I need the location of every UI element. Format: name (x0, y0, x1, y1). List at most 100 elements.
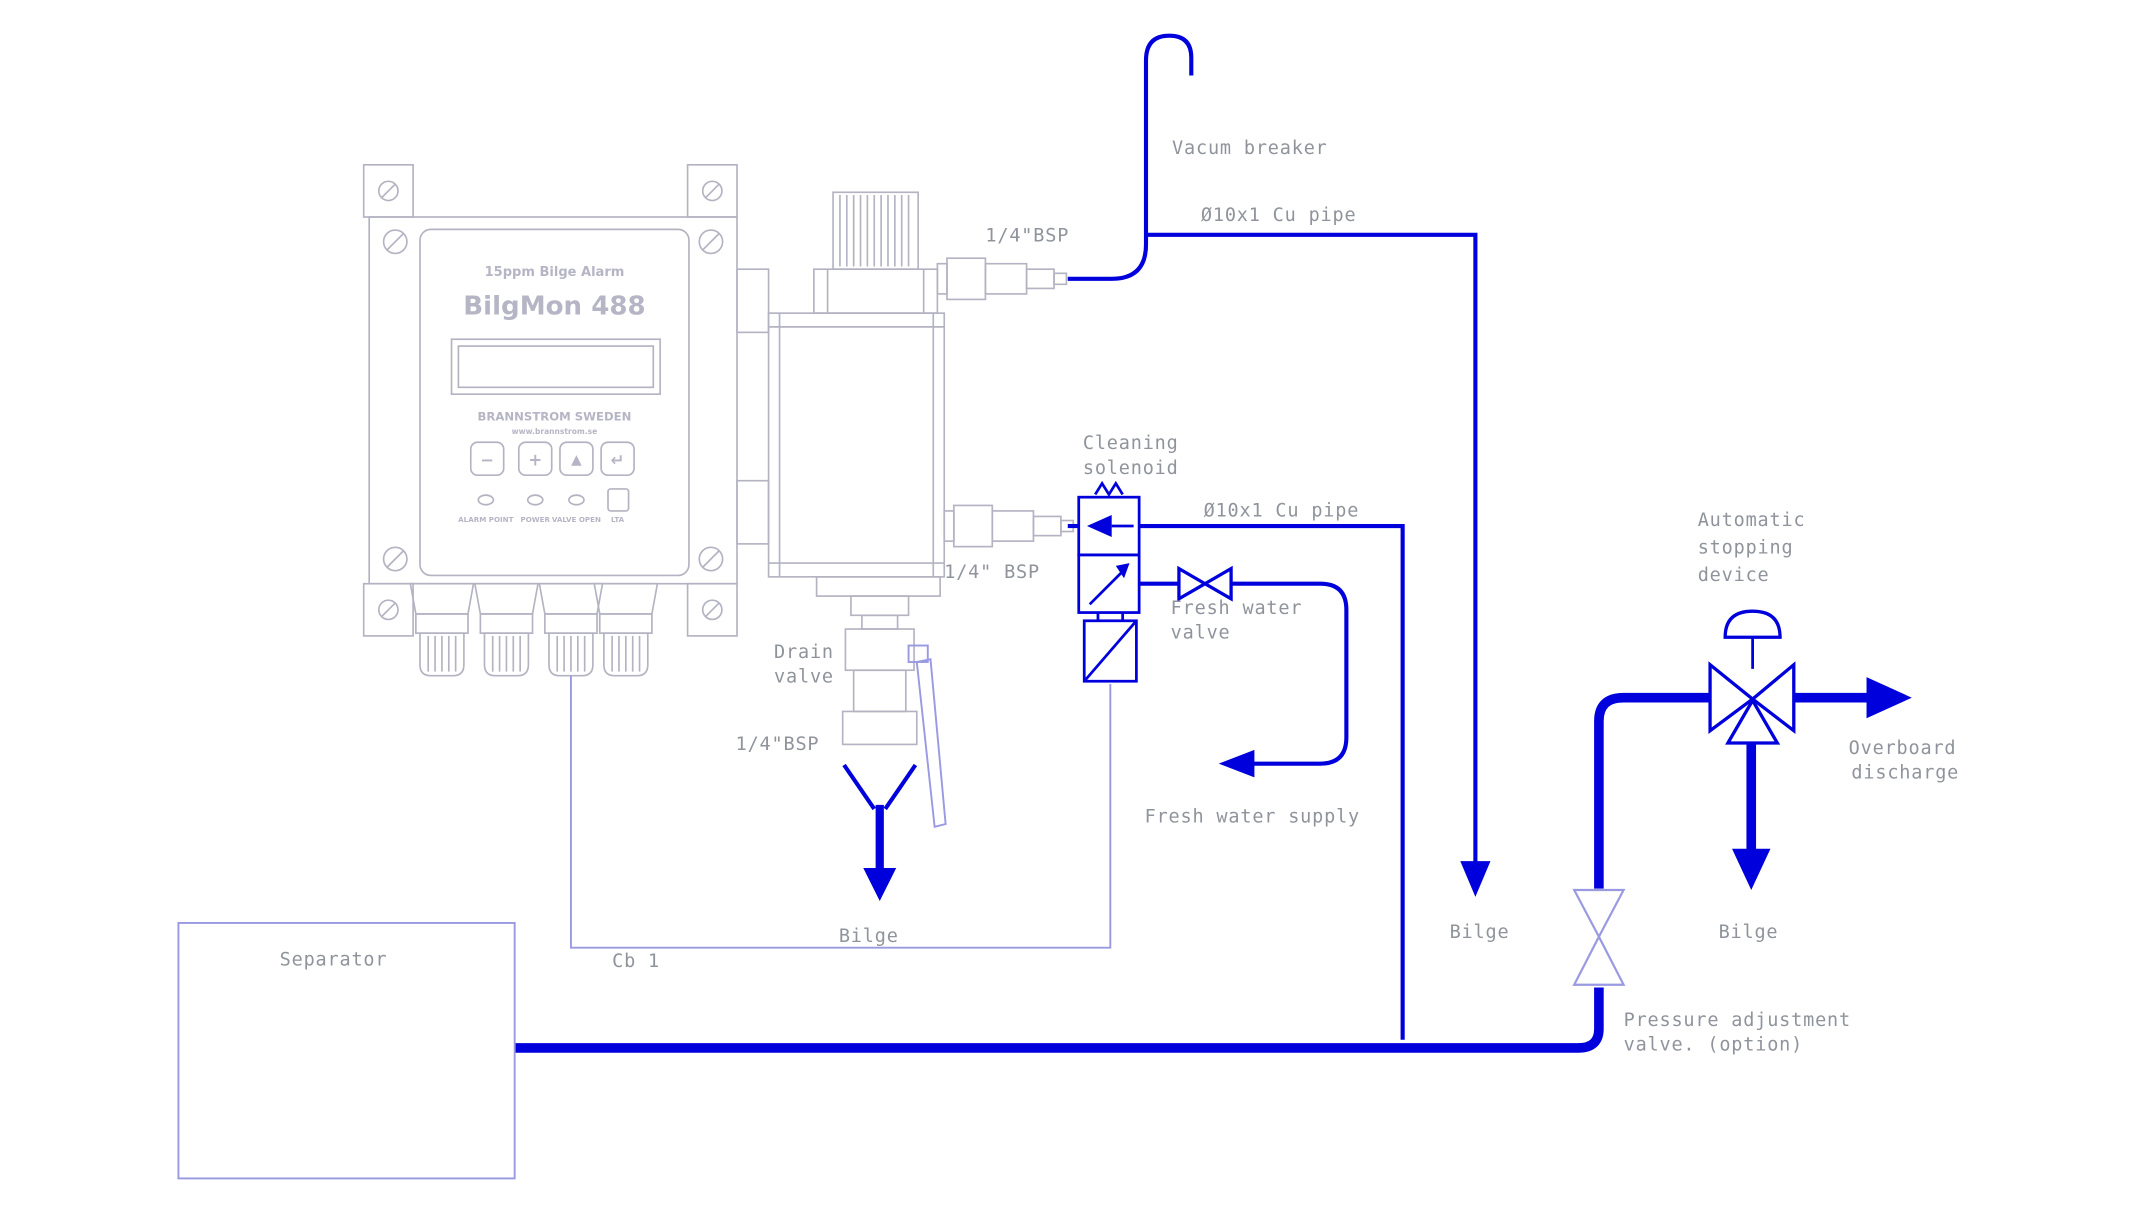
bilge-arrow-icon (1460, 861, 1491, 897)
overboard-arrow-icon (1866, 677, 1912, 719)
top-flange (813, 268, 939, 314)
label-automatic-stopping: stopping (1698, 537, 1794, 558)
device-subtitle: 15ppm Bilge Alarm (485, 265, 625, 280)
label-bilge-vacuum: Bilge (1450, 922, 1510, 943)
label-fresh-water-valve: Fresh water (1171, 598, 1303, 619)
sample-inlet-pipe (1139, 523, 1405, 1040)
mounting-tab (362, 582, 414, 637)
bottom-compression-fitting (943, 504, 1075, 548)
label-cleaning-solenoid: solenoid (1083, 458, 1179, 479)
lcd-display-inner (457, 345, 655, 389)
label-vacuum-breaker: Vacum breaker (1172, 138, 1328, 159)
label-bsp-drain: 1/4"BSP (736, 734, 820, 755)
cable-gland-icon (593, 582, 659, 677)
valve-triangle-icon (1177, 565, 1209, 602)
pressure-adjustment-valve (1572, 888, 1626, 986)
label-overboard: Overboard (1849, 738, 1957, 759)
label-overboard: discharge (1851, 763, 1959, 784)
label-pressure-adjustment: Pressure adjustment (1624, 1010, 1851, 1031)
mounting-tab (362, 163, 414, 218)
drain-funnel (842, 763, 876, 811)
piping (514, 33, 1912, 1053)
label-bsp-top: 1/4"BSP (985, 226, 1069, 247)
fresh-water-pipe (1231, 581, 1349, 766)
flow-arrow-icon (1115, 563, 1130, 579)
label-drain-valve: valve (774, 667, 834, 688)
led-alarm-icon (477, 494, 495, 506)
valve-triangle-icon (1708, 661, 1756, 734)
valve-triangle-icon (1749, 661, 1796, 735)
corner-screw-icon (698, 229, 724, 255)
cable-gland-icon (474, 582, 539, 677)
button-minus-glyph: − (480, 451, 494, 470)
cell-connector (736, 268, 770, 334)
button-plus (517, 441, 553, 477)
riser-pipe (1594, 692, 1712, 889)
label-automatic-stopping: Automatic (1698, 510, 1806, 531)
button-plus-glyph: + (528, 451, 542, 470)
indicator-label: POWER (521, 515, 551, 524)
front-panel (419, 228, 690, 577)
cell-body (767, 312, 946, 578)
spring-icon (1094, 480, 1124, 498)
corner-screw-icon (382, 229, 408, 255)
cable-gland-icon (409, 582, 475, 677)
flow-arrow-icon (1086, 515, 1112, 538)
indicator-label: VALVE OPEN (552, 515, 601, 524)
knurled-cap (832, 191, 919, 271)
valve-triangle-icon (1572, 888, 1626, 940)
label-bsp-bottom: 1/4" BSP (944, 562, 1040, 583)
mounting-tab (686, 582, 738, 637)
valve-handle-lever (915, 658, 947, 829)
bottom-flange (815, 576, 941, 597)
separator-box (177, 921, 516, 1180)
cb1-cable (569, 675, 1112, 949)
solenoid-position-2 (1077, 553, 1141, 614)
led-power-icon (526, 494, 544, 506)
label-separator: Separator (280, 950, 388, 971)
indicator-label: LTA (611, 515, 625, 524)
bilge-arrow-icon (1732, 848, 1771, 890)
valve-triangle-icon (1201, 565, 1233, 602)
lcd-display (450, 338, 661, 396)
bilge-arrow-icon (863, 868, 897, 901)
automatic-stopping-device (1708, 609, 1796, 745)
top-compression-fitting (936, 257, 1068, 301)
label-automatic-stopping: device (1698, 565, 1770, 586)
led-valve-icon (568, 494, 585, 506)
control-unit: 15ppm Bilge Alarm BilgMon 488 BRANNSTROM… (362, 163, 738, 677)
label-cb1: Cb 1 (612, 951, 660, 972)
actuator-dome-icon (1723, 609, 1782, 639)
panel-badge-icon (607, 488, 630, 512)
brand-url-text: www.brannstrom.se (512, 427, 598, 436)
measuring-cell (736, 191, 1075, 597)
label-fresh-water-valve: valve (1171, 623, 1231, 644)
fresh-water-supply-arrow-icon (1218, 749, 1255, 778)
mounting-tab (686, 163, 738, 218)
drain-valve-assembly (841, 595, 947, 829)
cable-gland-icon (538, 582, 604, 677)
button-up-glyph: ▲ (571, 452, 582, 468)
label-bilge-drain: Bilge (839, 926, 899, 947)
brand-text: BRANNSTROM SWEDEN (478, 409, 632, 423)
label-cleaning-solenoid: Cleaning (1083, 433, 1179, 454)
indicator-label: ALARM POINT (458, 515, 513, 524)
separator-discharge-pipe (514, 987, 1604, 1053)
valve-triangle-icon (1725, 697, 1781, 745)
label-pressure-adjustment: valve. (option) (1624, 1035, 1804, 1056)
device-title: BilgMon 488 (463, 292, 645, 322)
vacuum-drain-pipe (1145, 232, 1478, 864)
drain-valve-body (844, 628, 915, 672)
label-drain-valve: Drain (774, 642, 834, 663)
solenoid-coil (1082, 619, 1138, 683)
fresh-water-valve (1177, 565, 1233, 602)
button-enter (600, 441, 635, 477)
button-minus (469, 441, 505, 477)
valve-triangle-icon (1572, 934, 1626, 986)
button-up (559, 441, 594, 477)
button-enter-glyph: ↵ (611, 451, 625, 470)
corner-screw-icon (382, 546, 408, 572)
vacuum-breaker-pipe (1067, 33, 1194, 281)
